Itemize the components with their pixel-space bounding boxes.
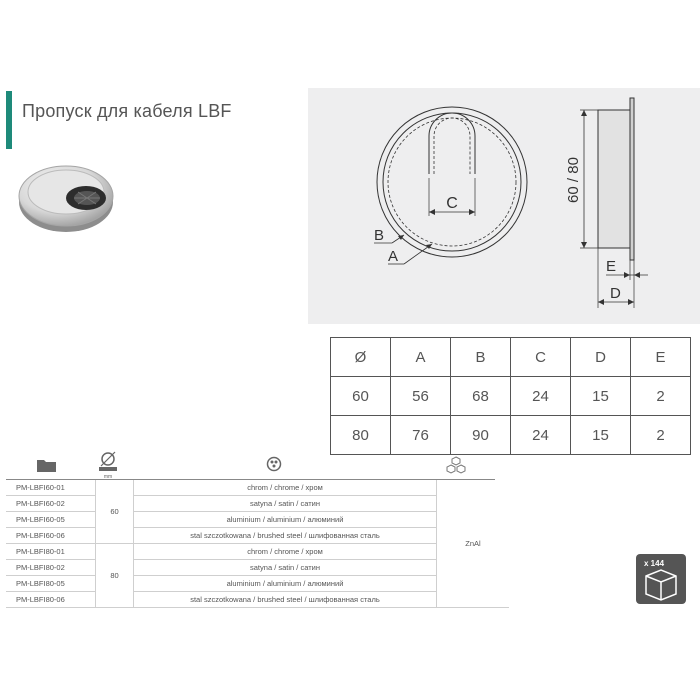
dims-cell: 90	[450, 415, 511, 455]
product-code: PM-LBFI80-05	[6, 575, 96, 592]
table-row: PM-LBFI60-06 stal szczotkowana / brushed…	[6, 527, 509, 544]
table-row: PM-LBFI60-05 aluminium / aluminium / алю…	[6, 511, 509, 528]
diameter-icon: mm	[99, 451, 117, 479]
product-code: PM-LBFI60-05	[6, 511, 96, 528]
product-codes-table: PM-LBFI60-01 60 chrom / chrome / хром Zn…	[6, 480, 509, 608]
label-c: C	[446, 195, 458, 212]
dims-cell: 15	[570, 415, 631, 455]
finish-cell: aluminium / aluminium / алюминий	[133, 511, 437, 528]
table-row: PM-LBFI80-06 stal szczotkowana / brushed…	[6, 591, 509, 608]
dims-header-cell: D	[570, 337, 631, 377]
product-code: PM-LBFI60-02	[6, 495, 96, 512]
accent-bar	[6, 91, 12, 149]
size-cell: 80	[95, 543, 134, 608]
dims-cell: 56	[390, 376, 451, 416]
label-e: E	[606, 258, 616, 275]
table-row: PM-LBFI80-02 satyna / satin / сатин	[6, 559, 509, 576]
dims-cell: 2	[630, 376, 691, 416]
finish-cell: stal szczotkowana / brushed steel / шлиф…	[133, 591, 437, 608]
dims-cell: 24	[510, 376, 571, 416]
table-row: PM-LBFI60-02 satyna / satin / сатин	[6, 495, 509, 512]
page-title: Пропуск для кабеля LBF	[22, 101, 232, 121]
material-icon	[446, 456, 466, 474]
dims-cell: 76	[390, 415, 451, 455]
size-unit-label: mm	[104, 474, 112, 479]
dims-cell: 60	[330, 376, 391, 416]
product-code: PM-LBFI80-06	[6, 591, 96, 608]
product-code: PM-LBFI60-01	[6, 480, 96, 496]
label-height: 60 / 80	[565, 157, 582, 203]
table-row: PM-LBFI80-01 80 chrom / chrome / хром	[6, 543, 509, 608]
product-code: PM-LBFI80-01	[6, 543, 96, 560]
dims-header-row: Ø A B C D E	[330, 337, 691, 377]
finish-cell: chrom / chrome / хром	[133, 543, 437, 560]
label-b: B	[374, 227, 384, 244]
dimensions-table: Ø A B C D E 60 56 68 24 15 2 80 76 90 24…	[330, 337, 691, 455]
size-cell: 60	[95, 480, 134, 544]
dims-cell: 80	[330, 415, 391, 455]
product-image	[18, 165, 114, 232]
dims-cell: 15	[570, 376, 631, 416]
dims-cell: 24	[510, 415, 571, 455]
technical-drawing: C B A 60 / 80 E D	[374, 97, 648, 308]
label-a: A	[388, 248, 398, 265]
label-d: D	[610, 285, 621, 302]
dims-header-cell: B	[450, 337, 511, 377]
package-box-icon	[636, 554, 686, 604]
box-shape-icon	[645, 569, 677, 601]
finish-cell: satyna / satin / сатин	[133, 495, 437, 512]
finish-palette-icon	[266, 456, 282, 472]
finish-cell: stal szczotkowana / brushed steel / шлиф…	[133, 527, 437, 544]
folder-icon	[37, 460, 56, 472]
dims-header-cell: E	[630, 337, 691, 377]
dims-cell: 2	[630, 415, 691, 455]
product-code: PM-LBFI60-06	[6, 527, 96, 544]
dims-cell: 68	[450, 376, 511, 416]
material-cell: ZnAl	[436, 480, 509, 608]
finish-cell: satyna / satin / сатин	[133, 559, 437, 576]
dims-header-cell: C	[510, 337, 571, 377]
product-code: PM-LBFI80-02	[6, 559, 96, 576]
dims-header-cell: A	[390, 337, 451, 377]
finish-cell: chrom / chrome / хром	[133, 480, 437, 496]
dims-row: 60 56 68 24 15 2	[330, 376, 691, 416]
table-row: PM-LBFI80-05 aluminium / aluminium / алю…	[6, 575, 509, 592]
package-quantity: x 144	[644, 559, 665, 568]
dims-row: 80 76 90 24 15 2	[330, 415, 691, 455]
dims-header-cell: Ø	[330, 337, 391, 377]
finish-cell: aluminium / aluminium / алюминий	[133, 575, 437, 592]
table-row: PM-LBFI60-01 60 chrom / chrome / хром Zn…	[6, 480, 509, 608]
spec-table-top-border	[6, 479, 495, 480]
